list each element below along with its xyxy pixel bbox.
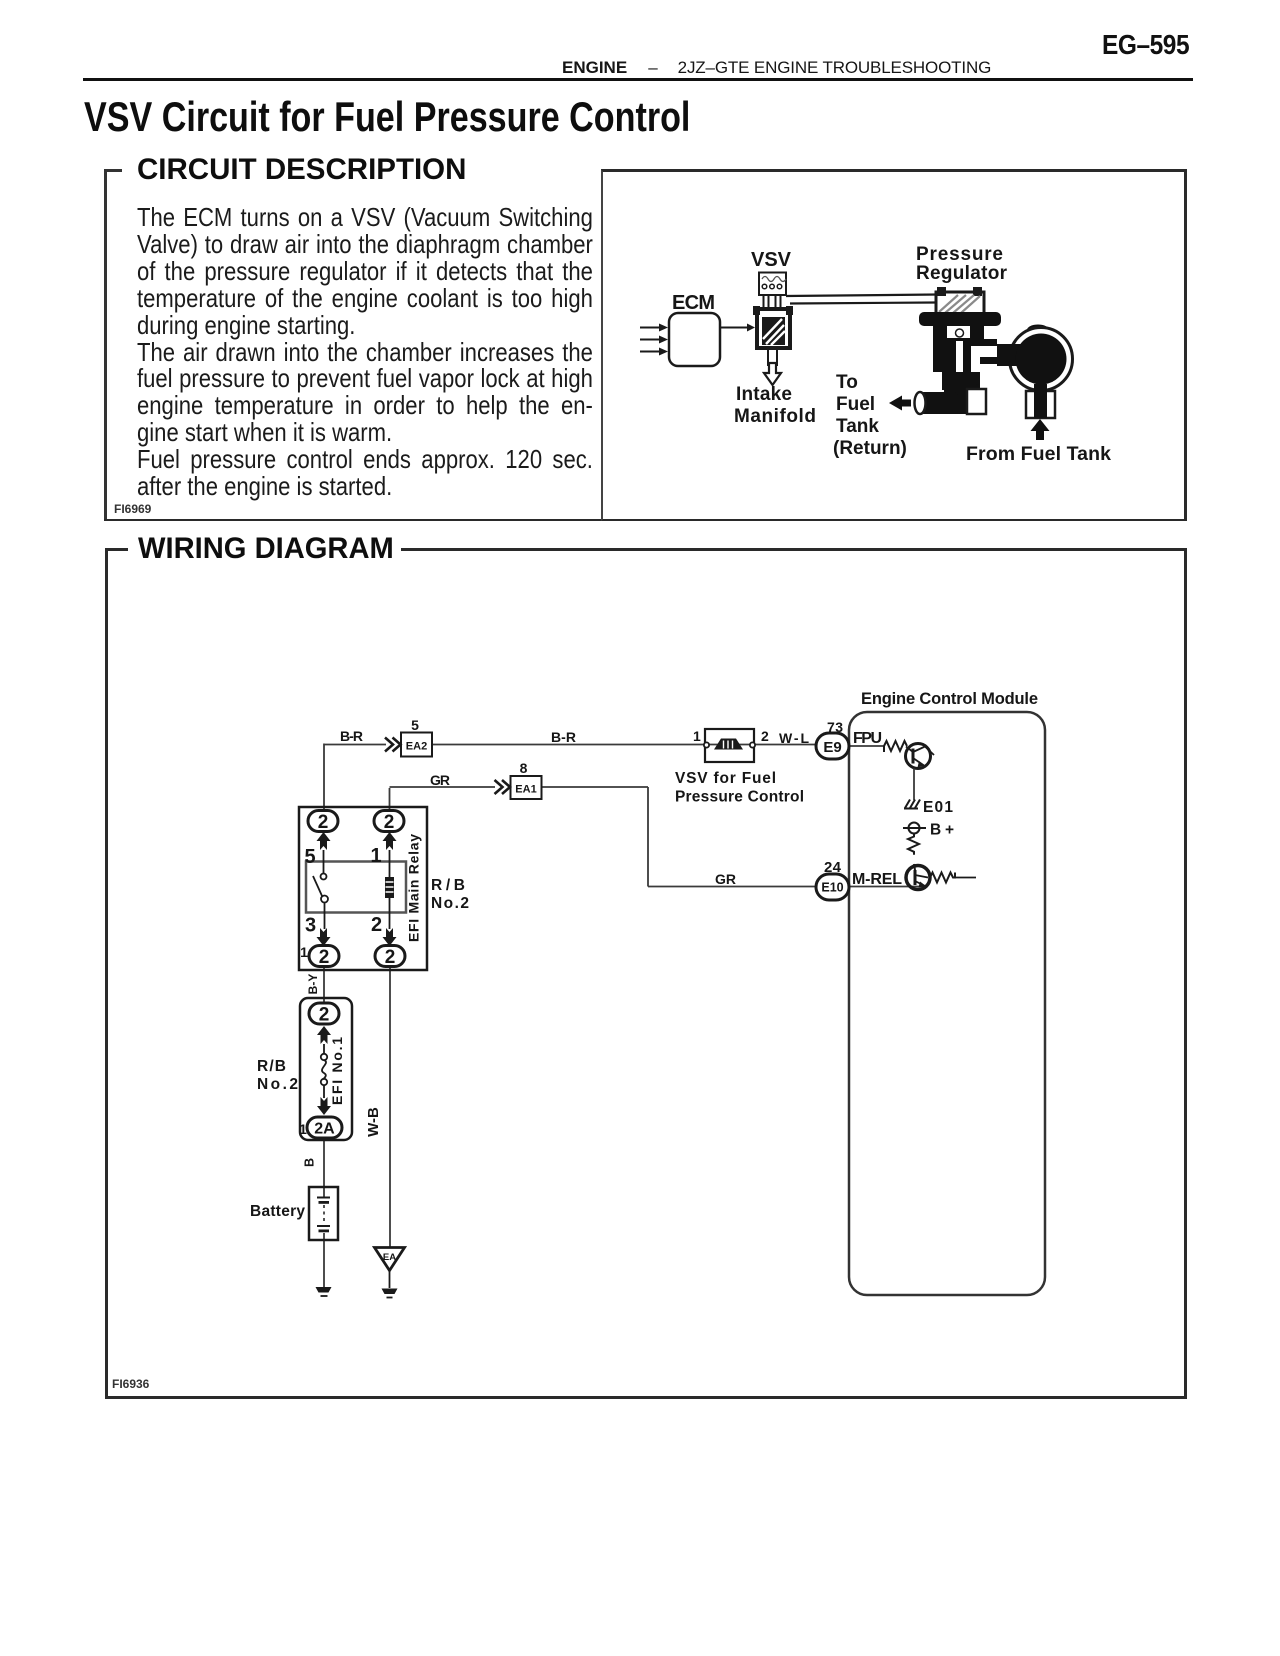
svg-text:B-R: B-R [551, 729, 576, 745]
svg-text:E9: E9 [823, 739, 841, 756]
svg-text:5: 5 [304, 846, 315, 868]
svg-text:B: B [303, 1158, 317, 1167]
svg-text:5: 5 [411, 717, 419, 733]
svg-text:W-B: W-B [365, 1107, 382, 1137]
svg-text:W-L: W-L [779, 730, 809, 746]
svg-text:2: 2 [319, 1005, 330, 1026]
svg-text:73: 73 [827, 719, 843, 735]
svg-text:Tank: Tank [836, 416, 879, 437]
svg-text:Intake: Intake [736, 384, 792, 405]
svg-text:EA2: EA2 [406, 741, 427, 753]
svg-text:GR: GR [715, 871, 736, 887]
svg-text:Manifold: Manifold [734, 406, 816, 427]
svg-text:B-Y: B-Y [306, 974, 320, 995]
svg-text:1: 1 [370, 845, 381, 867]
svg-text:EFI Main Relay: EFI Main Relay [406, 834, 422, 942]
svg-text:EA: EA [383, 1252, 396, 1263]
svg-text:Fuel: Fuel [836, 394, 875, 415]
svg-text:Regulator: Regulator [916, 263, 1008, 284]
svg-text:1: 1 [299, 1121, 307, 1137]
svg-text:2: 2 [318, 812, 329, 833]
svg-text:EFI No.1: EFI No.1 [329, 1037, 345, 1105]
svg-text:Pressure Control: Pressure Control [675, 789, 804, 806]
svg-text:FPU: FPU [853, 730, 882, 747]
svg-text:E10: E10 [821, 881, 843, 895]
svg-text:(Return): (Return) [833, 438, 907, 459]
svg-text:VSV for Fuel: VSV for Fuel [675, 770, 776, 787]
svg-text:B+: B+ [930, 822, 954, 839]
svg-text:To: To [836, 372, 858, 393]
svg-text:2: 2 [319, 947, 330, 968]
svg-text:R/B: R/B [257, 1058, 286, 1075]
svg-text:From Fuel Tank: From Fuel Tank [966, 443, 1111, 465]
svg-text:No.2: No.2 [431, 895, 469, 912]
svg-text:24: 24 [824, 859, 842, 876]
svg-text:2: 2 [385, 947, 396, 968]
svg-text:EA1: EA1 [515, 784, 536, 796]
svg-text:3: 3 [305, 915, 316, 937]
svg-text:VSV: VSV [751, 249, 792, 271]
svg-text:E01: E01 [923, 799, 953, 816]
svg-text:2: 2 [384, 812, 395, 833]
svg-text:ECM: ECM [672, 292, 715, 314]
svg-text:8: 8 [520, 760, 528, 776]
svg-text:1: 1 [300, 944, 308, 960]
svg-text:M-REL: M-REL [852, 871, 902, 888]
svg-text:2: 2 [371, 914, 382, 936]
svg-text:2A: 2A [314, 1121, 335, 1138]
svg-text:GR: GR [430, 772, 450, 788]
svg-text:1: 1 [693, 728, 701, 744]
svg-text:Pressure: Pressure [916, 244, 1003, 265]
svg-text:Battery: Battery [250, 1203, 305, 1220]
svg-text:Engine Control Module: Engine Control Module [861, 690, 1038, 708]
svg-text:No.2: No.2 [257, 1076, 298, 1093]
svg-text:R/B: R/B [431, 877, 465, 894]
svg-text:2: 2 [761, 728, 769, 744]
svg-text:B-R: B-R [340, 728, 363, 744]
